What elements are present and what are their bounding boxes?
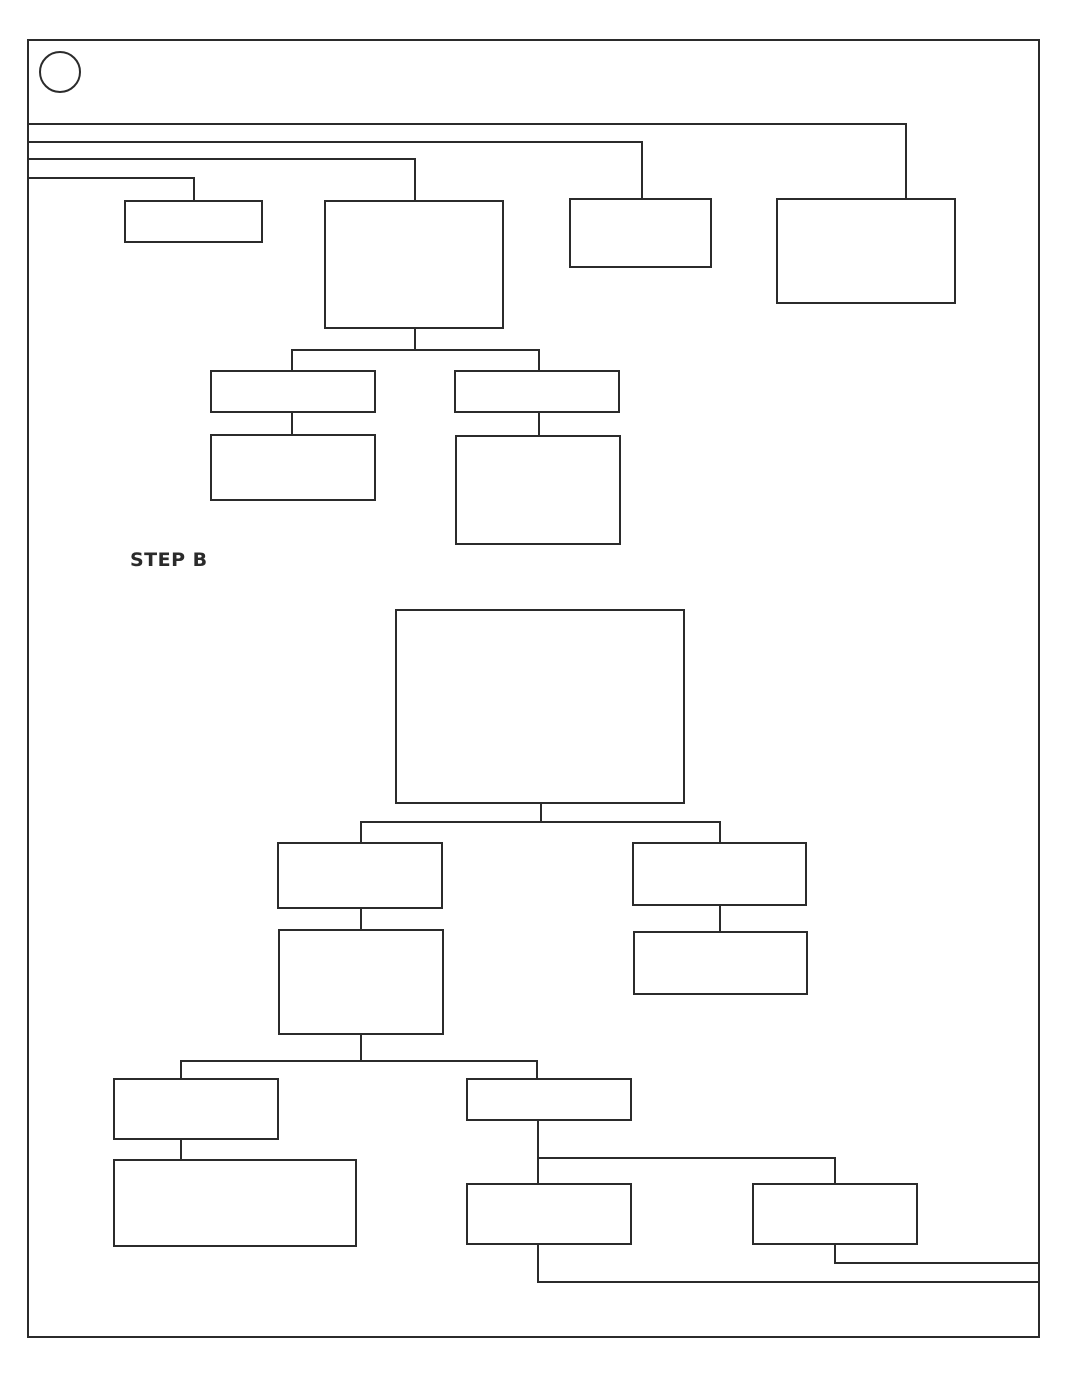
stepb-level3-left bbox=[113, 1078, 279, 1140]
upper-box-4 bbox=[776, 198, 956, 304]
stepb-level1-left bbox=[277, 842, 443, 909]
connector-level3-right-branch bbox=[538, 1157, 836, 1184]
stepb-level3-right bbox=[466, 1078, 632, 1121]
stepb-level1-right bbox=[632, 842, 807, 906]
connector-level2-branch bbox=[180, 1060, 538, 1079]
stepb-level2-right bbox=[633, 931, 808, 995]
upper-leaf-box-right bbox=[455, 435, 621, 545]
connector-return-lower bbox=[537, 1244, 1039, 1283]
upper-sub-box-right bbox=[454, 370, 620, 413]
stepb-level4-left bbox=[113, 1159, 357, 1247]
corner-circle bbox=[39, 51, 81, 93]
connector-upper-branch bbox=[291, 349, 540, 371]
stepb-level4-right bbox=[752, 1183, 918, 1245]
upper-sub-box-left bbox=[210, 370, 376, 413]
connector-top-3 bbox=[28, 141, 643, 199]
connector-top-1 bbox=[28, 177, 195, 201]
stepb-level2-left bbox=[278, 929, 444, 1035]
connector-top-4 bbox=[28, 123, 907, 199]
connector-root-branch bbox=[360, 821, 721, 843]
upper-box-2 bbox=[324, 200, 504, 329]
upper-box-1 bbox=[124, 200, 263, 243]
stepb-root-box bbox=[395, 609, 685, 804]
upper-box-3 bbox=[569, 198, 712, 268]
connector-return-upper bbox=[834, 1244, 1039, 1264]
connector-top-2 bbox=[28, 158, 416, 201]
step-b-label: STEP B bbox=[130, 549, 208, 571]
upper-leaf-box-left bbox=[210, 434, 376, 501]
outer-frame bbox=[27, 39, 1040, 1338]
stepb-level4-middle bbox=[466, 1183, 632, 1245]
